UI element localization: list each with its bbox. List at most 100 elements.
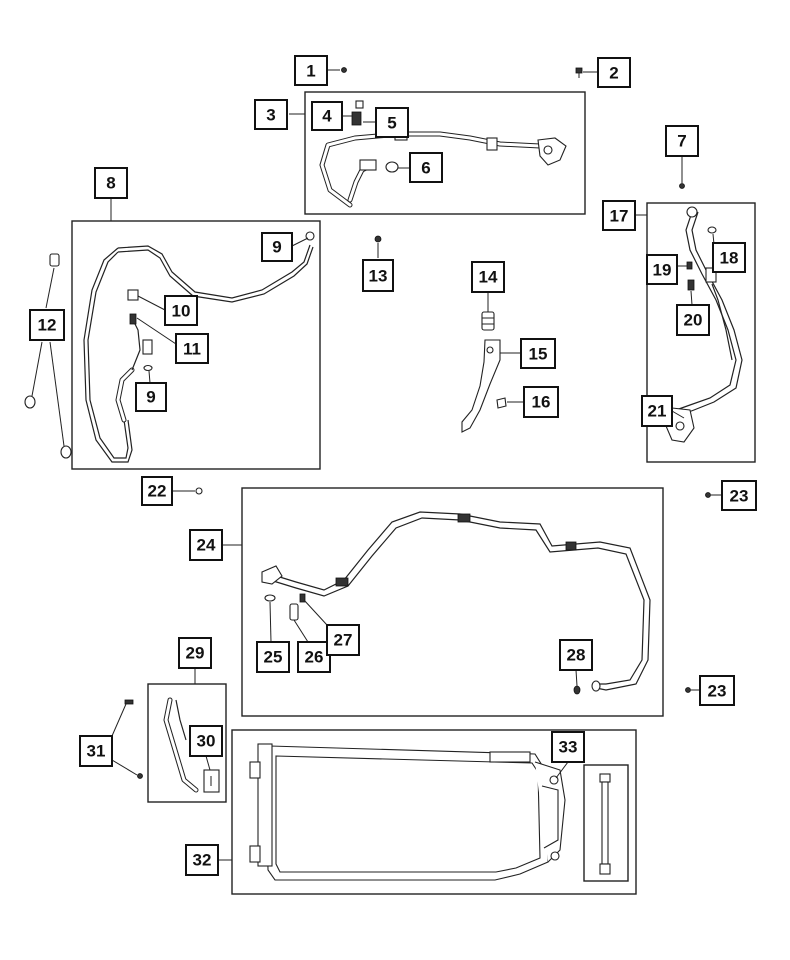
leader-31a: [111, 703, 127, 737]
callout-9b[interactable]: 9: [135, 382, 167, 412]
callout-18[interactable]: 18: [712, 242, 746, 273]
callout-4[interactable]: 4: [311, 101, 343, 131]
leader-12b: [31, 341, 43, 397]
callout-3[interactable]: 3: [254, 99, 288, 130]
callout-8[interactable]: 8: [94, 167, 128, 199]
o-ring-9b: [143, 364, 153, 372]
callout-23a[interactable]: 23: [721, 480, 757, 511]
condenser-32: [249, 743, 566, 881]
svg-text:23: 23: [730, 487, 749, 506]
leader-11: [136, 317, 177, 345]
callout-22[interactable]: 22: [141, 476, 173, 506]
svg-text:17: 17: [610, 207, 629, 226]
svg-text:12: 12: [38, 316, 57, 335]
callout-19[interactable]: 19: [646, 254, 678, 285]
nut-7: [679, 183, 685, 189]
hose-assembly-8: [83, 231, 315, 463]
svg-text:10: 10: [172, 302, 191, 321]
callout-26[interactable]: 26: [297, 641, 331, 673]
svg-text:26: 26: [305, 648, 324, 667]
leader-21: [671, 410, 685, 419]
callout-23b[interactable]: 23: [699, 675, 735, 706]
valve-core-14: [481, 311, 495, 331]
callout-2[interactable]: 2: [597, 57, 631, 88]
group-box-17: [646, 202, 756, 463]
callout-28[interactable]: 28: [559, 639, 593, 671]
svg-text:9: 9: [146, 388, 155, 407]
callout-16[interactable]: 16: [523, 386, 559, 418]
leader-9b: [148, 370, 151, 384]
callout-27[interactable]: 27: [326, 624, 360, 656]
svg-text:11: 11: [183, 340, 201, 359]
svg-text:24: 24: [197, 536, 216, 555]
svg-text:23: 23: [708, 682, 727, 701]
svg-text:20: 20: [684, 311, 703, 330]
leader-20: [690, 290, 693, 306]
svg-text:9: 9: [272, 238, 281, 257]
callout-14[interactable]: 14: [471, 261, 505, 293]
fitting-19: [686, 261, 693, 270]
nut-13: [374, 235, 382, 243]
group-box-24: [241, 487, 664, 717]
svg-text:21: 21: [648, 402, 667, 421]
callout-12[interactable]: 12: [29, 309, 65, 341]
callout-9a[interactable]: 9: [261, 232, 293, 262]
callout-17[interactable]: 17: [602, 200, 636, 231]
callout-1[interactable]: 1: [294, 55, 328, 86]
leader-26: [293, 619, 309, 643]
svg-text:27: 27: [334, 631, 353, 650]
svg-text:30: 30: [197, 732, 216, 751]
bracket-15: [461, 339, 501, 433]
o-ring-25: [264, 594, 276, 602]
svg-text:2: 2: [609, 64, 618, 83]
group-box-29: [147, 683, 227, 803]
svg-text:22: 22: [148, 482, 167, 501]
leader-31b: [111, 759, 138, 776]
leader-28: [575, 669, 578, 687]
callout-13[interactable]: 13: [362, 259, 394, 292]
callout-30[interactable]: 30: [189, 725, 223, 757]
callout-5[interactable]: 5: [375, 107, 409, 138]
hose-assembly-24: [261, 511, 651, 692]
group-box-3: [304, 91, 586, 215]
callout-11[interactable]: 11: [175, 333, 209, 364]
o-ring-23b: [685, 687, 691, 693]
callout-24[interactable]: 24: [189, 529, 223, 561]
group-box-32: [231, 729, 637, 895]
svg-text:8: 8: [106, 174, 115, 193]
screws-31: [124, 699, 143, 779]
callout-15[interactable]: 15: [520, 338, 556, 369]
svg-text:32: 32: [193, 851, 212, 870]
svg-text:29: 29: [186, 644, 205, 663]
svg-text:6: 6: [421, 159, 430, 178]
svg-text:15: 15: [529, 345, 548, 364]
sensor-26: [289, 603, 299, 621]
receiver-drier-33: [599, 773, 611, 875]
callout-6[interactable]: 6: [409, 152, 443, 183]
clip-16: [496, 397, 507, 409]
hose-assembly-17: [665, 206, 743, 443]
svg-text:13: 13: [369, 267, 388, 286]
svg-text:31: 31: [87, 742, 106, 761]
callout-32[interactable]: 32: [185, 844, 219, 876]
valve-20: [687, 279, 695, 291]
svg-text:33: 33: [559, 738, 578, 757]
callout-20[interactable]: 20: [676, 304, 710, 336]
leader-27: [303, 599, 328, 626]
callout-7[interactable]: 7: [665, 125, 699, 157]
o-ring-6: [385, 161, 399, 173]
svg-text:7: 7: [677, 132, 686, 151]
bracket-30: [203, 769, 220, 793]
callout-33[interactable]: 33: [551, 731, 585, 763]
group-box-8: [71, 220, 321, 470]
svg-text:5: 5: [387, 114, 396, 133]
callout-31[interactable]: 31: [79, 735, 113, 767]
svg-text:25: 25: [264, 648, 283, 667]
callout-10[interactable]: 10: [164, 295, 198, 326]
callout-29[interactable]: 29: [178, 637, 212, 669]
callout-25[interactable]: 25: [256, 641, 290, 673]
bolt-2: [575, 67, 583, 78]
group-box-33-detail: [583, 764, 629, 882]
callout-21[interactable]: 21: [641, 395, 673, 427]
